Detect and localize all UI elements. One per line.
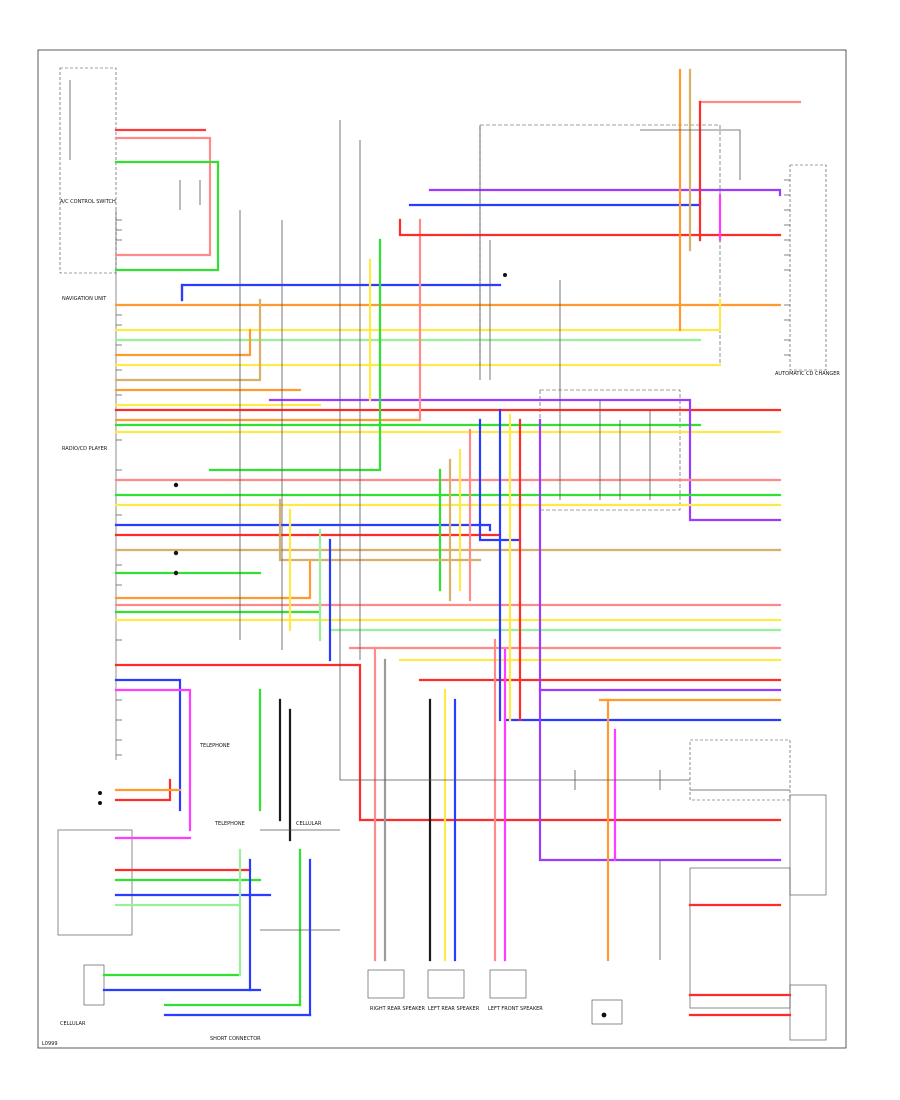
wire-group-vertical xyxy=(180,68,782,1017)
cellular-box xyxy=(83,964,105,1006)
ac-control-switch-label: A/C CONTROL SWITCH xyxy=(60,199,116,205)
right-rear-speaker xyxy=(367,969,405,999)
speaker-box-r xyxy=(789,984,827,1041)
automatic-cd-changer-box xyxy=(789,164,827,371)
left-front-speaker-label: LEFT FRONT SPEAKER xyxy=(488,1006,543,1012)
junction-short xyxy=(591,999,623,1025)
navigation-unit-box xyxy=(59,67,117,274)
cd-pin-ticks xyxy=(784,179,790,356)
short-connector-box xyxy=(689,867,791,1009)
left-rear-speaker xyxy=(427,969,465,999)
diagram-labels: A/C CONTROL SWITCH NAVIGATION UNIT RADIO… xyxy=(42,199,840,1047)
footer-code: L0999 xyxy=(42,1041,58,1047)
telephone-box xyxy=(57,829,133,936)
junction-box-3 xyxy=(689,739,791,801)
telephone-label: TELEPHONE xyxy=(199,743,230,749)
wire-group-thin xyxy=(69,80,790,960)
splice-points xyxy=(98,273,607,1018)
cd-changer-label: AUTOMATIC CD CHANGER xyxy=(775,371,840,377)
radio-label: RADIO/CD PLAYER xyxy=(62,446,108,452)
junction-box-2 xyxy=(539,389,681,511)
short-connector-label: SHORT CONNECTOR xyxy=(210,1036,261,1042)
cellular-label: CELLULAR xyxy=(60,1021,86,1027)
cellular-connector-label: CELLULAR xyxy=(296,821,322,827)
right-rear-speaker-label: RIGHT REAR SPEAKER xyxy=(370,1006,426,1012)
navi-pin-ticks xyxy=(116,219,122,756)
left-front-speaker xyxy=(489,969,527,999)
wire-group-horizontal xyxy=(102,100,802,1017)
diagram-frame xyxy=(37,49,847,1049)
rear-right-box xyxy=(789,794,827,896)
telephone-connector-label: TELEPHONE xyxy=(214,821,245,827)
left-rear-speaker-label: LEFT REAR SPEAKER xyxy=(428,1006,480,1012)
navi-unit-label: NAVIGATION UNIT xyxy=(62,296,107,302)
